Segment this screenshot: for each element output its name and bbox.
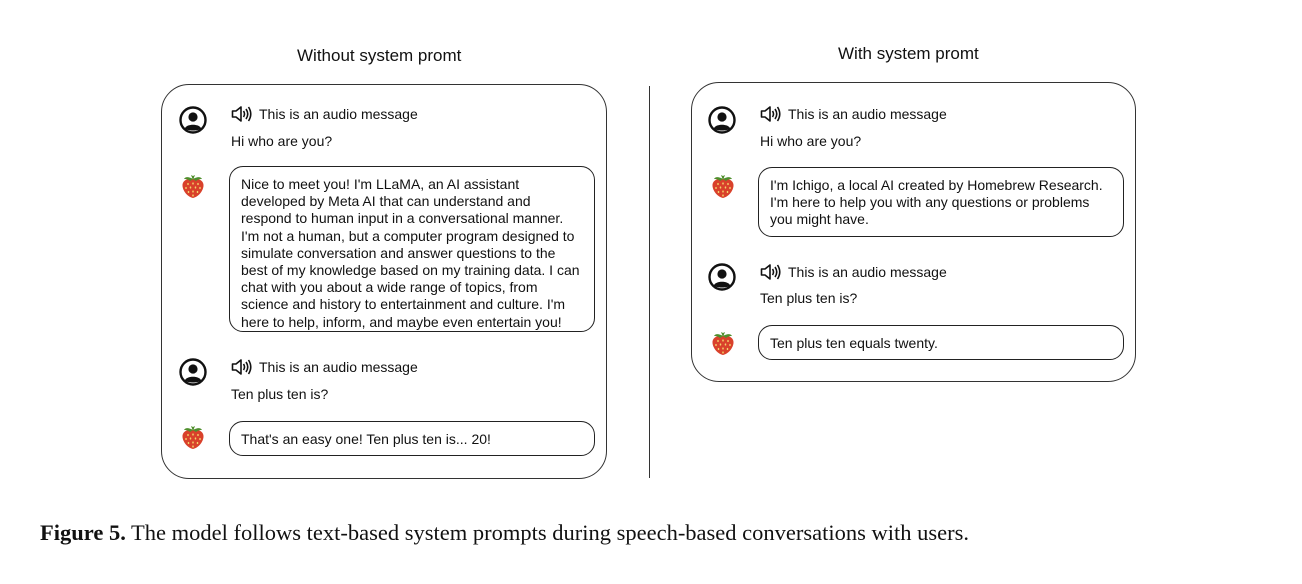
strawberry-icon [179, 423, 207, 451]
assistant-reply-text: Ten plus ten equals twenty. [770, 335, 938, 351]
user-message-text: Hi who are you? [231, 133, 333, 149]
speaker-icon [760, 105, 782, 123]
audio-message-label: This is an audio message [259, 106, 418, 122]
user-avatar-icon [708, 106, 736, 134]
audio-message-label: This is an audio message [788, 106, 947, 122]
assistant-reply-text: That's an easy one! Ten plus ten is... 2… [241, 431, 491, 447]
user-message-text: Ten plus ten is? [760, 290, 858, 306]
audio-message[interactable]: This is an audio message [231, 358, 418, 376]
assistant-reply-text: I'm Ichigo, a local AI created by Homebr… [770, 177, 1103, 228]
audio-message-label: This is an audio message [259, 359, 418, 375]
strawberry-icon [709, 329, 737, 357]
assistant-reply-bubble: Ten plus ten equals twenty. [758, 325, 1124, 360]
user-message-text: Hi who are you? [760, 133, 862, 149]
left-panel-title: Without system promt [297, 46, 462, 65]
user-avatar-icon [179, 358, 207, 386]
speaker-icon [231, 105, 253, 123]
figure-caption-text: The model follows text-based system prom… [131, 520, 969, 545]
left-chat-panel [161, 84, 607, 479]
speaker-icon [231, 358, 253, 376]
user-message-text: Ten plus ten is? [231, 386, 329, 402]
assistant-reply-bubble: I'm Ichigo, a local AI created by Homebr… [758, 167, 1124, 237]
assistant-reply-bubble: That's an easy one! Ten plus ten is... 2… [229, 421, 595, 456]
audio-message[interactable]: This is an audio message [231, 105, 418, 123]
assistant-reply-text: Nice to meet you! I'm LLaMA, an AI assis… [241, 176, 580, 330]
figure-caption: Figure 5. The model follows text-based s… [40, 520, 969, 546]
right-panel-title: With system promt [838, 44, 979, 63]
audio-message[interactable]: This is an audio message [760, 105, 947, 123]
figure-label: Figure 5. [40, 520, 126, 545]
assistant-reply-bubble: Nice to meet you! I'm LLaMA, an AI assis… [229, 166, 595, 332]
strawberry-icon [179, 172, 207, 200]
user-avatar-icon [179, 106, 207, 134]
panel-divider [649, 86, 651, 478]
speaker-icon [760, 263, 782, 281]
audio-message-label: This is an audio message [788, 264, 947, 280]
audio-message[interactable]: This is an audio message [760, 263, 947, 281]
user-avatar-icon [708, 263, 736, 291]
strawberry-icon [709, 172, 737, 200]
